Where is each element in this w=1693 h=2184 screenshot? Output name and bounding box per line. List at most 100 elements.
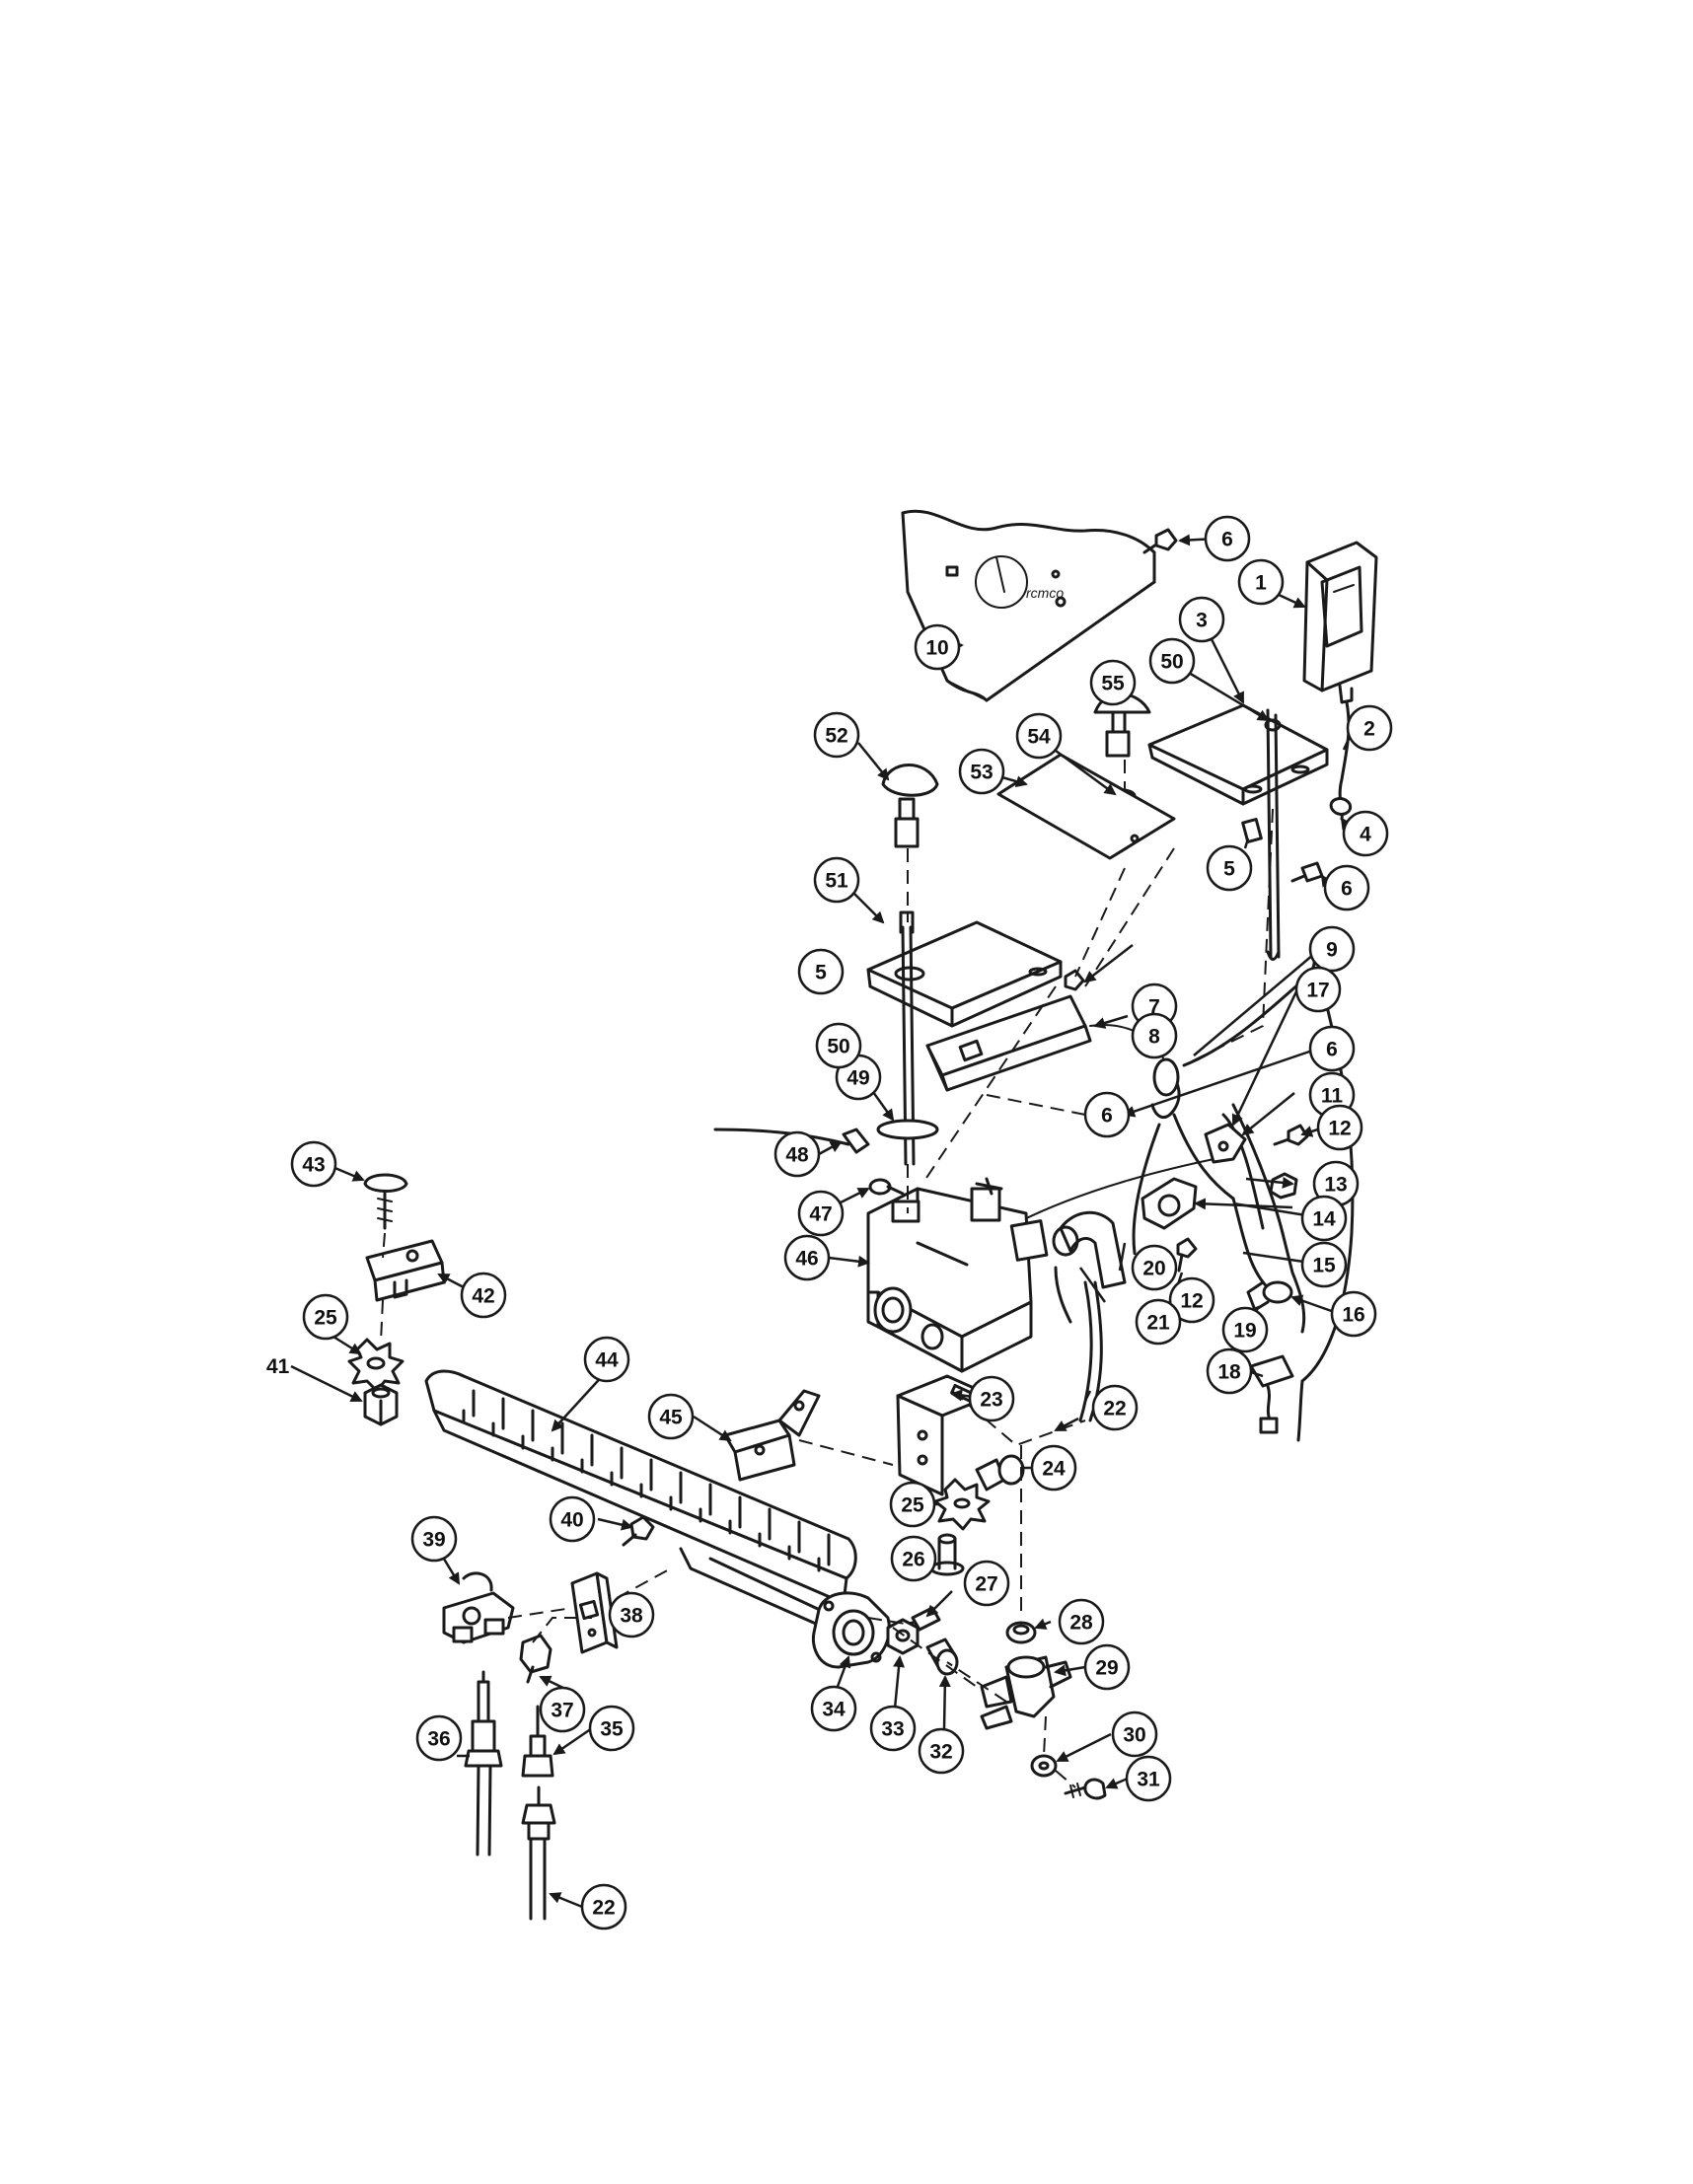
screw-12-a: [1273, 1124, 1309, 1146]
callout-23-text: 23: [980, 1389, 1002, 1412]
callout-3: 3: [1178, 596, 1225, 643]
callout-39: 39: [410, 1515, 458, 1563]
callout-36: 36: [415, 1714, 463, 1762]
callout-29-text: 29: [1095, 1657, 1118, 1680]
callout-29: 29: [1083, 1643, 1131, 1691]
callout-19: 19: [1221, 1306, 1269, 1353]
callout-38-text: 38: [620, 1605, 643, 1628]
callout-25: 25: [302, 1293, 349, 1341]
callout-12: 12: [1168, 1276, 1215, 1324]
callout-6-text: 6: [1341, 878, 1353, 901]
connector-18: [1249, 1354, 1304, 1442]
leaders: [290, 534, 1356, 1909]
callout-47-text: 47: [809, 1203, 832, 1226]
callout-23: 23: [968, 1375, 1015, 1422]
callout-55-text: 55: [1101, 673, 1125, 695]
callout-22: 22: [1091, 1384, 1139, 1431]
callout-30-text: 30: [1123, 1724, 1145, 1747]
callout-34: 34: [810, 1685, 857, 1732]
bolt-26: [929, 1533, 965, 1576]
gas-valve-46: [866, 1177, 1049, 1373]
callout-5-text: 5: [1223, 858, 1235, 881]
bracket-8: [925, 994, 1092, 1092]
callout-47: 47: [797, 1190, 845, 1237]
callout-48: 48: [773, 1130, 821, 1178]
bracket-14: [1141, 1177, 1198, 1230]
washer-30: [1030, 1754, 1058, 1778]
flange-34: [811, 1591, 891, 1669]
callout-33: 33: [869, 1705, 917, 1752]
callout-37: 37: [539, 1686, 586, 1733]
callout-25-text: 25: [314, 1307, 337, 1330]
callout-50-text: 50: [827, 1036, 849, 1058]
nut-13: [1269, 1172, 1298, 1200]
fitting-24: [975, 1454, 1025, 1492]
callout-4-text: 4: [1360, 824, 1371, 846]
burner-44: [424, 1369, 870, 1644]
callout-36-text: 36: [427, 1728, 450, 1751]
callout-35: 35: [588, 1705, 635, 1752]
callout-18-text: 18: [1217, 1361, 1241, 1384]
bracket-38: [570, 1571, 619, 1654]
callout-6: 6: [1308, 1025, 1356, 1072]
callout-25: 25: [889, 1481, 936, 1528]
callout-12-text: 12: [1180, 1290, 1203, 1313]
callout-52: 52: [813, 711, 860, 759]
callout-40: 40: [549, 1495, 596, 1543]
screw-6-mid: [1290, 861, 1324, 883]
callout-11-text: 11: [1321, 1085, 1344, 1108]
connector-16: [1246, 1280, 1293, 1312]
callout-49-text: 49: [846, 1067, 869, 1090]
callout-50-text: 50: [1160, 651, 1183, 674]
thermocouple-36: [464, 1670, 503, 1856]
callout-34-text: 34: [822, 1699, 846, 1721]
callout-5: 5: [1206, 844, 1253, 892]
callout-50: 50: [815, 1022, 862, 1069]
bracket-45: [723, 1389, 821, 1482]
connector-47: [868, 1178, 905, 1196]
tee-29: [980, 1655, 1072, 1730]
callout-43: 43: [290, 1140, 337, 1188]
callout-5: 5: [797, 948, 845, 995]
callout-30: 30: [1111, 1711, 1158, 1758]
bracket-23: [896, 1374, 994, 1496]
callout-17-text: 17: [1306, 980, 1329, 1002]
callout-10-text: 10: [925, 637, 948, 660]
screw-12-b: [1176, 1237, 1198, 1273]
callout-53: 53: [958, 748, 1005, 795]
callout-48-text: 48: [785, 1144, 809, 1167]
callout-14: 14: [1300, 1195, 1348, 1242]
callout-38: 38: [608, 1591, 655, 1638]
callout-1-text: 1: [1255, 572, 1267, 595]
callout-21: 21: [1135, 1298, 1182, 1346]
callout-44-text: 44: [595, 1349, 619, 1372]
screw-7: [1064, 969, 1085, 991]
callout-54: 54: [1015, 712, 1063, 760]
callout-6-text: 6: [1101, 1105, 1113, 1128]
callout-22-text: 22: [1103, 1398, 1126, 1420]
nut-28: [1005, 1621, 1037, 1644]
pilot-39: [442, 1571, 515, 1644]
clip-37: [519, 1634, 552, 1684]
callout-14-text: 14: [1312, 1208, 1336, 1231]
callout-32: 32: [918, 1727, 965, 1775]
callout-20: 20: [1131, 1244, 1178, 1291]
screw-6-top: [1142, 528, 1178, 554]
callout-35-text: 35: [600, 1718, 624, 1741]
callout-40-text: 40: [560, 1509, 583, 1532]
callout-43-text: 43: [302, 1154, 325, 1177]
clip-4: [1329, 797, 1353, 816]
clip-11: [1204, 1123, 1247, 1164]
callout-44: 44: [583, 1336, 630, 1383]
callout-10: 10: [914, 623, 961, 671]
callout-55: 55: [1089, 659, 1137, 706]
callout-6: 6: [1204, 515, 1251, 562]
callout-26: 26: [890, 1535, 937, 1582]
jacket-panel: [901, 509, 1156, 702]
callout-1: 1: [1237, 558, 1285, 606]
plate-53: [996, 753, 1176, 860]
callout-4: 4: [1342, 810, 1389, 857]
bracket-3: [1147, 703, 1329, 961]
callout-labels: 1234556666789101112121314151617181920212…: [290, 515, 1393, 1930]
